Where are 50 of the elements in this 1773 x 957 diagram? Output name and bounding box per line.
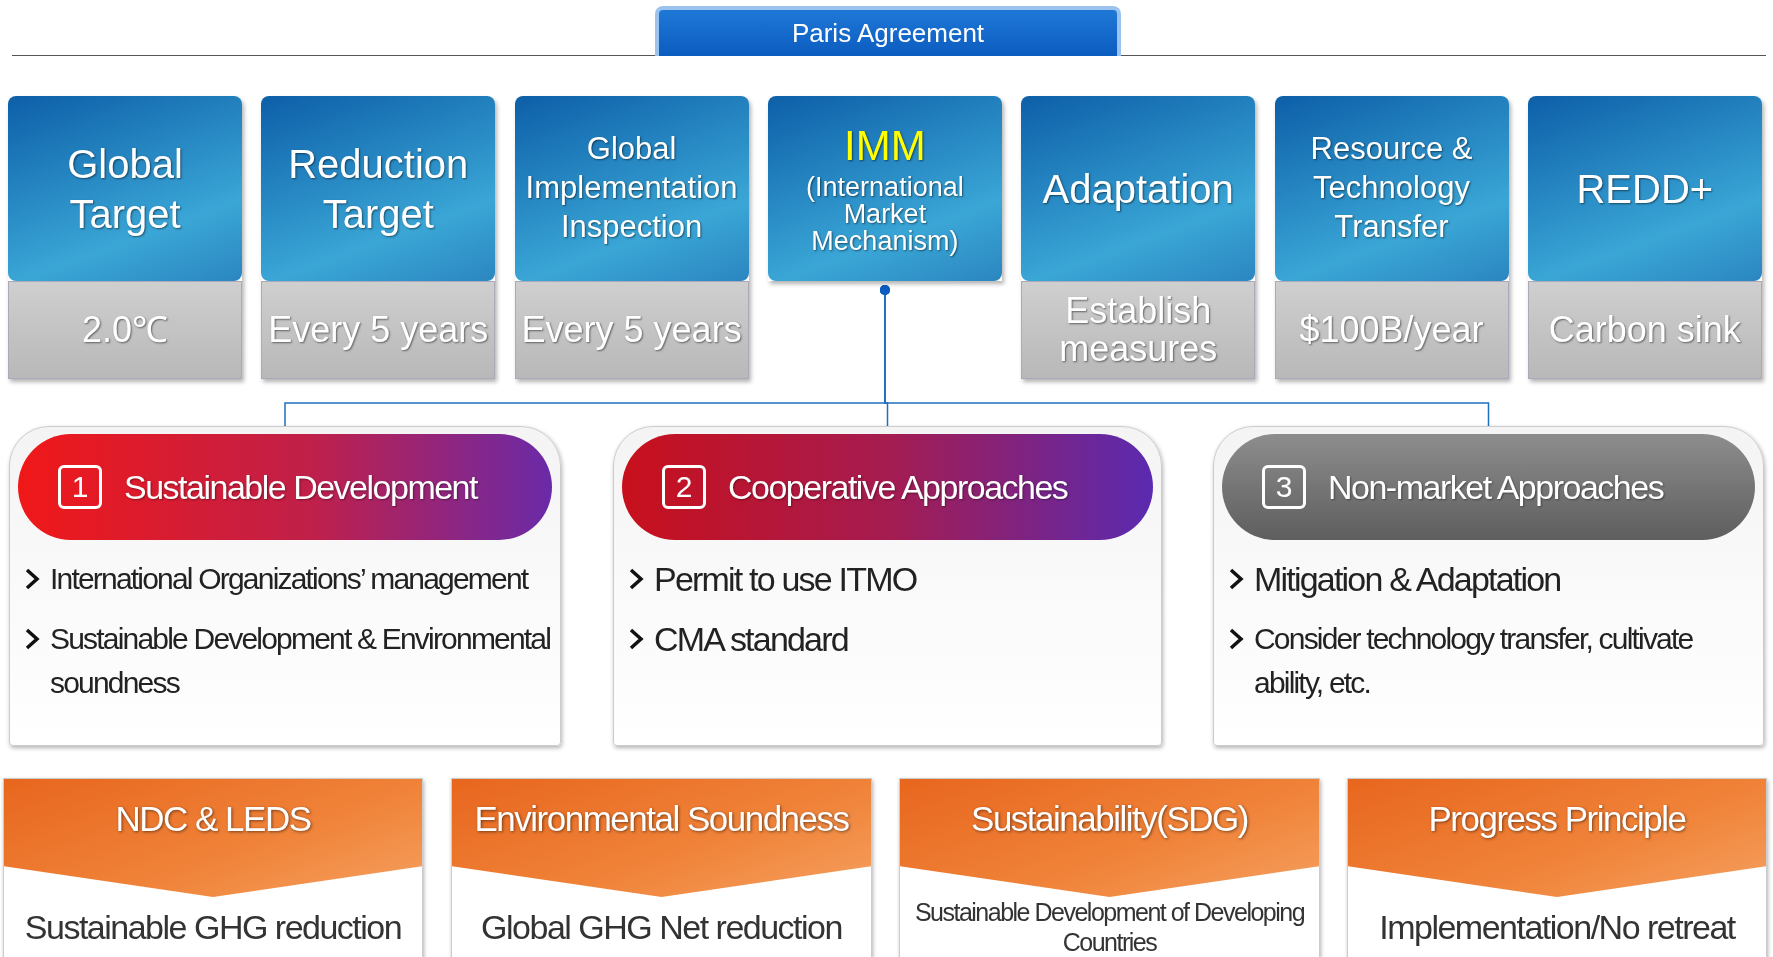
card-value: Carbon sink bbox=[1527, 281, 1762, 379]
approach-title: Non-market Approaches bbox=[1328, 467, 1664, 507]
bullet-text: Sustainable Development & Environmental soundness bbox=[50, 621, 552, 701]
approach-card bbox=[1213, 426, 1764, 746]
principle-heading: Sustainability(SDG) bbox=[900, 779, 1319, 897]
principle-text: Sustainable GHG reduction bbox=[23, 906, 403, 948]
bullet-text: Mitigation & Adaptation bbox=[1254, 559, 1561, 600]
approach-card bbox=[9, 426, 561, 746]
card-value: 2.0℃ bbox=[8, 281, 242, 379]
approach-title: Sustainable Development bbox=[124, 467, 477, 507]
principle-heading: NDC & LEDS bbox=[4, 779, 422, 897]
title-tab: Paris Agreement bbox=[655, 6, 1121, 56]
bullet-text: CMA standard bbox=[654, 619, 848, 660]
topic-card bbox=[261, 96, 496, 379]
card-value: $100B/year bbox=[1274, 281, 1509, 379]
card-subheading: (International Market Mechanism) bbox=[805, 171, 965, 255]
card-heading: REDD+ bbox=[1575, 165, 1715, 213]
card-value: Every 5 years bbox=[261, 281, 496, 379]
bullet-text: Permit to use ITMO bbox=[654, 559, 917, 600]
card-heading: Adaptation bbox=[1041, 165, 1235, 213]
card-heading: Global Target bbox=[66, 140, 184, 238]
card-heading: IMM bbox=[844, 122, 926, 170]
principle-card bbox=[451, 778, 872, 957]
card-value: Every 5 years bbox=[514, 281, 749, 379]
topic-card bbox=[8, 96, 242, 379]
principle-card bbox=[3, 778, 423, 957]
topic-card bbox=[514, 96, 749, 379]
principle-heading: Progress Principle bbox=[1348, 779, 1766, 897]
topic-card bbox=[1274, 96, 1509, 379]
connector-line bbox=[879, 285, 1490, 427]
topic-card bbox=[1021, 96, 1256, 379]
principle-heading: Environmental Soundness bbox=[452, 779, 871, 897]
approach-card bbox=[613, 426, 1162, 746]
step-number: 2 bbox=[662, 465, 706, 509]
approach-title: Cooperative Approaches bbox=[728, 467, 1068, 507]
card-heading: Reduction Target bbox=[287, 140, 470, 238]
card-value: Establish measures bbox=[1021, 281, 1256, 379]
principle-card bbox=[1347, 778, 1767, 957]
topic-card bbox=[767, 96, 1002, 281]
bullet-text: International Organizations’ management bbox=[50, 561, 528, 597]
principle-text: Global GHG Net reduction bbox=[480, 906, 843, 948]
principle-card bbox=[899, 778, 1320, 957]
bullet-text: Consider technology transfer, cultivate ability, etc. bbox=[1254, 621, 1694, 701]
step-number: 3 bbox=[1262, 465, 1306, 509]
principle-text: Sustainable Development of Developing Countries bbox=[913, 897, 1306, 957]
step-number: 1 bbox=[58, 465, 102, 509]
topic-card bbox=[1527, 96, 1762, 379]
principle-text: Implementation/No retreat bbox=[1378, 906, 1737, 948]
card-heading: Global Implementation Inspection bbox=[524, 130, 739, 246]
card-heading: Resource & Technology Transfer bbox=[1309, 130, 1474, 246]
